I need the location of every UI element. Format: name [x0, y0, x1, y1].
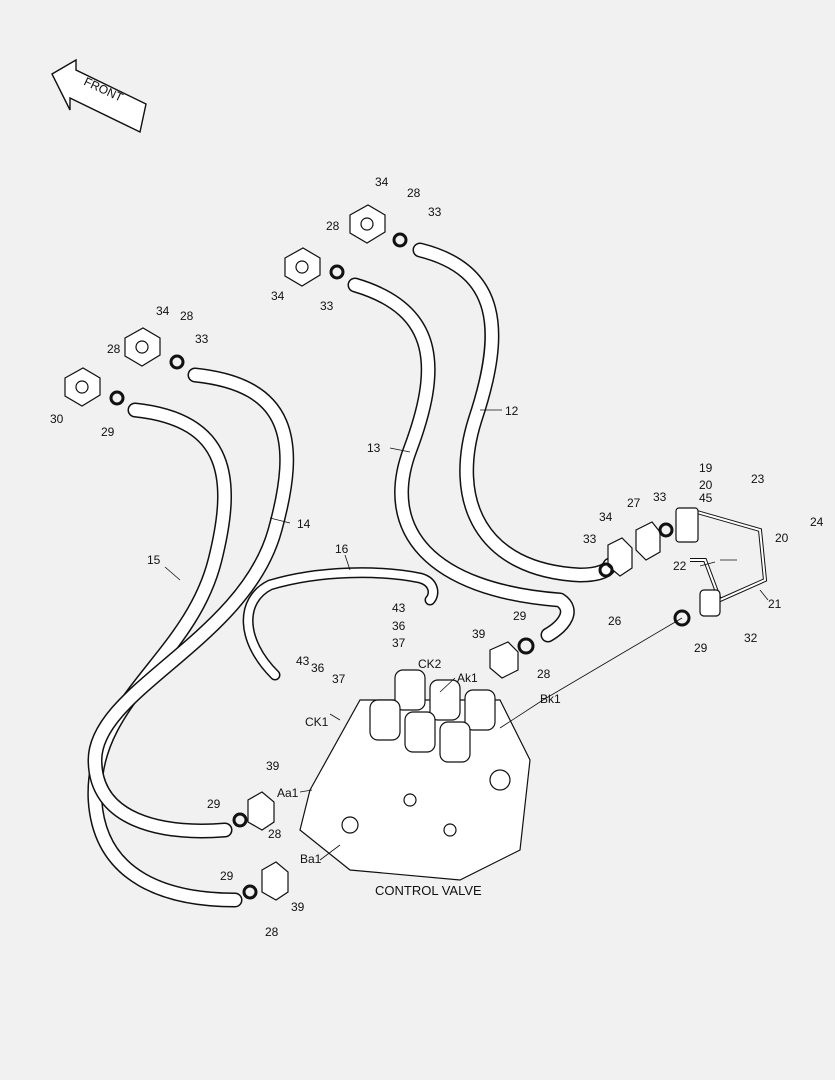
label-19: 19	[699, 461, 713, 475]
label-29: 29	[220, 869, 234, 883]
label-15: 15	[147, 553, 161, 567]
label-13: 13	[367, 441, 381, 455]
label-ak1: Ak1	[457, 671, 478, 685]
label-28: 28	[265, 925, 279, 939]
label-29: 29	[513, 609, 527, 623]
diagram-caption: CONTROL VALVE	[375, 883, 482, 898]
label-33: 33	[320, 299, 334, 313]
label-45: 45	[699, 491, 713, 505]
label-28: 28	[326, 219, 340, 233]
front-arrow: FRONT	[51, 58, 147, 134]
label-16: 16	[335, 542, 349, 556]
label-34: 34	[271, 289, 285, 303]
label-33: 33	[653, 490, 667, 504]
label-12: 12	[505, 404, 519, 418]
label-ck1: CK1	[305, 715, 329, 729]
label-aa1: Aa1	[277, 786, 299, 800]
label-29: 29	[694, 641, 708, 655]
label-bk1: Bk1	[540, 692, 561, 706]
label-28: 28	[268, 827, 282, 841]
label-30: 30	[50, 412, 64, 426]
label-27: 27	[627, 496, 641, 510]
label-43: 43	[296, 654, 310, 668]
label-33: 33	[428, 205, 442, 219]
label-37: 37	[332, 672, 346, 686]
hose-14	[87, 367, 295, 839]
label-28: 28	[180, 309, 194, 323]
label-29: 29	[101, 425, 115, 439]
label-43: 43	[392, 601, 406, 615]
flange-group-bottom	[232, 791, 289, 901]
label-28: 28	[537, 667, 551, 681]
label-24: 24	[810, 515, 824, 529]
label-36: 36	[311, 661, 325, 675]
label-33: 33	[583, 532, 597, 546]
label-26: 26	[608, 614, 622, 628]
label-36: 36	[392, 619, 406, 633]
label-34: 34	[156, 304, 170, 318]
label-34: 34	[375, 175, 389, 189]
hose-12	[412, 242, 618, 583]
part-labels: 34 28 33 28 34 33 34 28 33 28 30 29 12 1…	[50, 175, 824, 939]
label-20: 20	[775, 531, 789, 545]
label-37: 37	[392, 636, 406, 650]
label-34: 34	[599, 510, 613, 524]
hose-16	[242, 567, 439, 681]
leader-lines	[164, 409, 769, 861]
label-21: 21	[768, 597, 782, 611]
label-14: 14	[297, 517, 311, 531]
label-ck2: CK2	[418, 657, 442, 671]
flange-group-top	[64, 204, 408, 407]
label-39: 39	[291, 900, 305, 914]
label-20: 20	[699, 478, 713, 492]
label-39: 39	[472, 627, 486, 641]
label-39: 39	[266, 759, 280, 773]
label-23: 23	[751, 472, 765, 486]
label-32: 32	[744, 631, 758, 645]
label-28: 28	[107, 342, 121, 356]
right-parts	[489, 507, 768, 679]
label-28: 28	[407, 186, 421, 200]
label-29: 29	[207, 797, 221, 811]
label-22: 22	[673, 559, 687, 573]
hose-13	[347, 277, 575, 643]
label-ba1: Ba1	[300, 852, 322, 866]
control-valve	[299, 669, 531, 881]
label-33: 33	[195, 332, 209, 346]
